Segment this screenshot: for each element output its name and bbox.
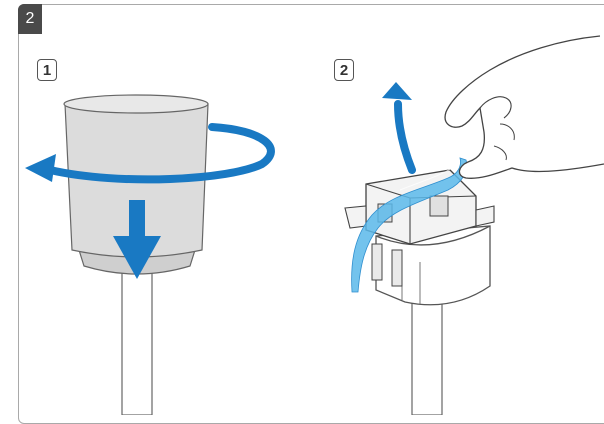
hand-icon	[444, 35, 604, 179]
illustration	[25, 35, 604, 415]
lift-up-arrow-icon	[382, 82, 416, 174]
step-number-tab: 2	[18, 4, 42, 34]
gear-housing	[375, 225, 491, 306]
substep-badge-2: 2	[334, 59, 354, 81]
panel-1-illustration	[25, 94, 275, 415]
foil-strip	[351, 157, 468, 293]
shaft-left	[121, 271, 153, 415]
rotate-arrow-icon	[25, 123, 275, 184]
substep-badge-1: 1	[37, 59, 57, 81]
shaft-right	[411, 299, 443, 415]
panel-2-illustration	[344, 35, 604, 415]
pull-down-arrow-icon	[113, 200, 161, 279]
